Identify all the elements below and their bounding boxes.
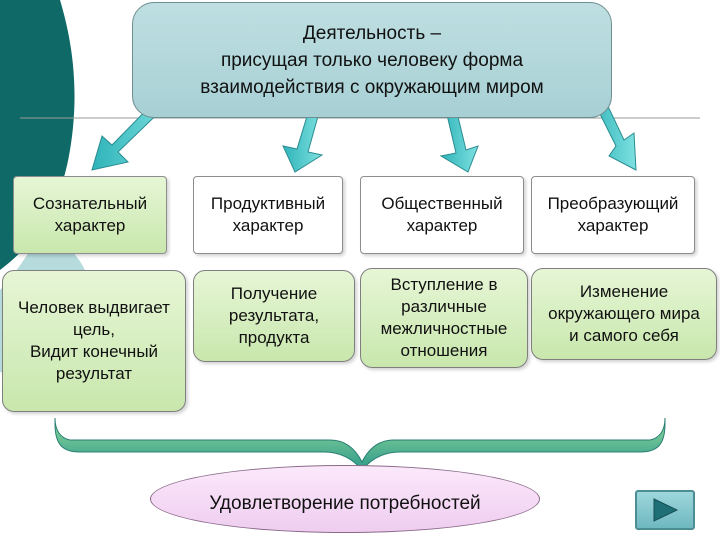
character-label: Преобразующий характер [547,194,679,235]
character-label: Общественный характер [381,194,503,235]
detail-text: Изменение окружающего мира и самого себя [548,282,700,345]
detail-text: Человек выдвигает цель, Видит конечный р… [18,298,170,383]
detail-text: Вступление в различные межличностные отн… [380,275,508,360]
character-box-social: Общественный характер [360,176,524,254]
character-label: Продуктивный характер [210,194,326,235]
title-box: Деятельность – присущая только человеку … [132,2,612,118]
character-box-transforming: Преобразующий характер [531,176,695,254]
detail-box-result: Получение результата, продукта [193,270,355,362]
character-box-conscious: Сознательный характер [13,176,167,254]
detail-box-goal: Человек выдвигает цель, Видит конечный р… [2,270,186,412]
character-label: Сознательный характер [32,194,148,235]
result-oval: Удовлетворение потребностей [150,465,540,533]
detail-text: Получение результата, продукта [228,284,320,347]
next-slide-button[interactable] [635,490,695,530]
detail-box-change: Изменение окружающего мира и самого себя [531,268,717,360]
play-triangle-icon [653,498,679,522]
title-text: Деятельность – присущая только человеку … [200,22,544,98]
result-text: Удовлетворение потребностей [209,493,481,514]
detail-box-relations: Вступление в различные межличностные отн… [360,268,528,368]
character-box-productive: Продуктивный характер [193,176,343,254]
